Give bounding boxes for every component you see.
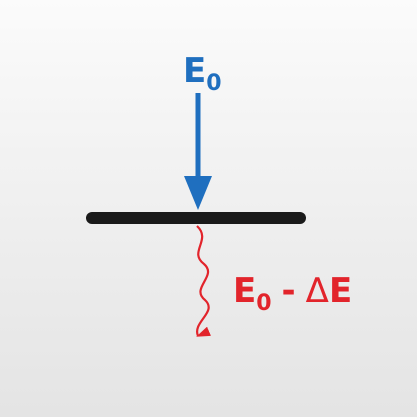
transmitted-energy-label: E0-ΔE xyxy=(233,271,352,316)
delta-symbol: Δ xyxy=(306,271,329,311)
incident-energy-label: E0 xyxy=(183,51,222,96)
sample-film xyxy=(86,212,306,224)
transmitted-wave-arrow xyxy=(196,225,211,337)
incident-arrow-head xyxy=(184,176,212,210)
minus-operator: - xyxy=(282,271,296,311)
transmitted-energy-symbol: E xyxy=(233,271,256,311)
transmitted-energy-subscript: 0 xyxy=(256,291,271,316)
incident-energy-subscript: 0 xyxy=(206,71,221,96)
energy-loss-symbol: E xyxy=(329,271,352,311)
incident-energy-symbol: E xyxy=(183,51,206,91)
